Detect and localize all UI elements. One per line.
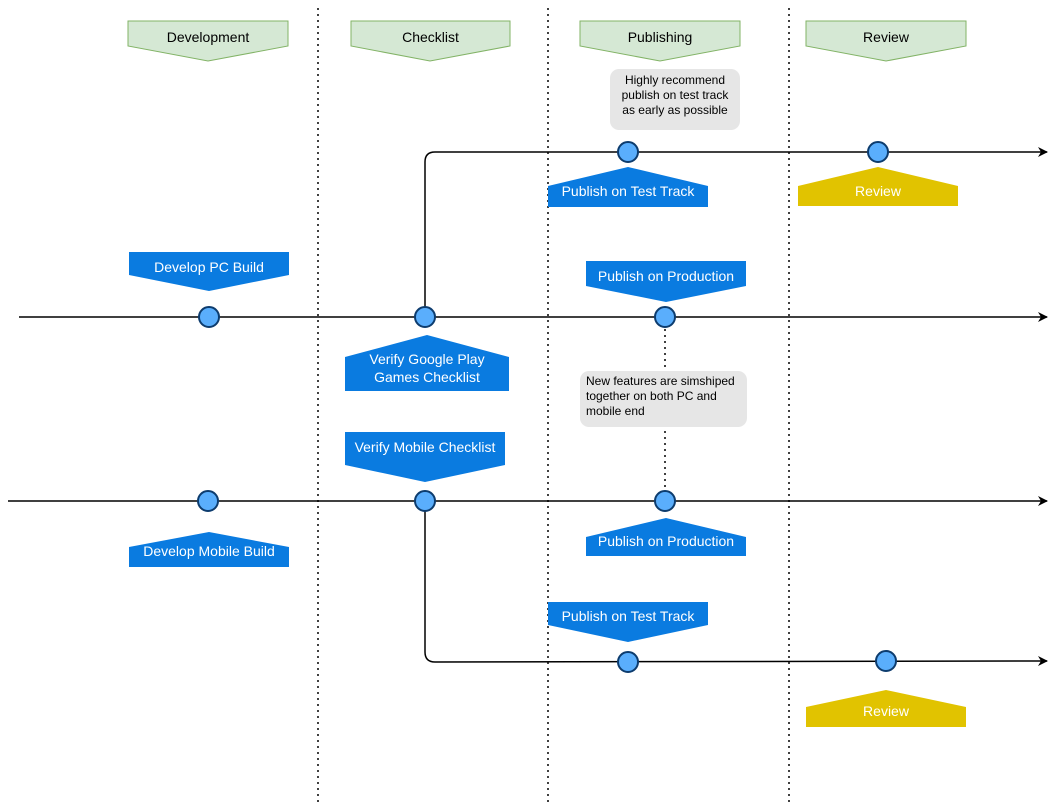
header-checklist-shape — [350, 20, 511, 62]
pc-production-label: Publish on Production — [597, 268, 735, 284]
nodes — [197, 141, 897, 673]
node-pc-test-track — [617, 141, 639, 163]
flow-lines — [8, 147, 1048, 667]
header-publishing-shape — [579, 20, 741, 62]
header-review: Review — [863, 29, 909, 45]
task-shapes — [129, 167, 966, 727]
pc-test-branch-line — [424, 147, 1048, 317]
pc-production-shape — [586, 261, 746, 302]
lane-dividers — [317, 8, 790, 803]
mobile-production-label: Publish on Production — [597, 533, 735, 549]
header-review-shape — [805, 20, 967, 62]
node-mobile-test-track — [617, 651, 639, 673]
node-pc-review — [867, 141, 889, 163]
pc-review-shape — [798, 167, 958, 206]
mobile-review-label: Review — [863, 703, 909, 719]
verify-gpg-label: Verify Google Play Games Checklist — [369, 351, 485, 385]
simship-note: New features are simshiped together on b… — [580, 371, 747, 427]
develop-pc-label: Develop PC Build — [154, 259, 264, 275]
mobile-review-shape — [806, 690, 966, 727]
develop-mobile-shape — [129, 532, 289, 567]
mobile-test-branch-line — [424, 501, 1048, 667]
header-checklist: Checklist — [402, 29, 459, 45]
test-track-note: Highly recommend publish on test track a… — [610, 69, 740, 130]
verify-mobile-shape — [345, 432, 505, 482]
mobile-test-track-shape — [548, 602, 708, 642]
mobile-test-track-label: Publish on Test Track — [561, 608, 695, 624]
mobile-production-shape — [586, 518, 746, 556]
header-development: Development — [166, 29, 250, 45]
node-verify-gpg — [414, 306, 436, 328]
node-develop-pc — [198, 306, 220, 328]
node-pc-production — [654, 306, 676, 328]
pc-review-label: Review — [855, 183, 901, 199]
headers — [127, 20, 967, 62]
node-mobile-review — [875, 650, 897, 672]
develop-mobile-label: Develop Mobile Build — [143, 543, 275, 559]
node-mobile-production — [654, 490, 676, 512]
node-verify-mobile — [414, 490, 436, 512]
header-publishing: Publishing — [627, 29, 693, 45]
verify-mobile-label: Verify Mobile Checklist — [354, 439, 496, 455]
pc-test-track-shape — [548, 167, 708, 207]
verify-gpg-shape — [345, 335, 509, 391]
develop-pc-shape — [129, 252, 289, 291]
pc-test-track-label: Publish on Test Track — [561, 183, 695, 199]
node-develop-mobile — [197, 490, 219, 512]
header-development-shape — [127, 20, 289, 62]
